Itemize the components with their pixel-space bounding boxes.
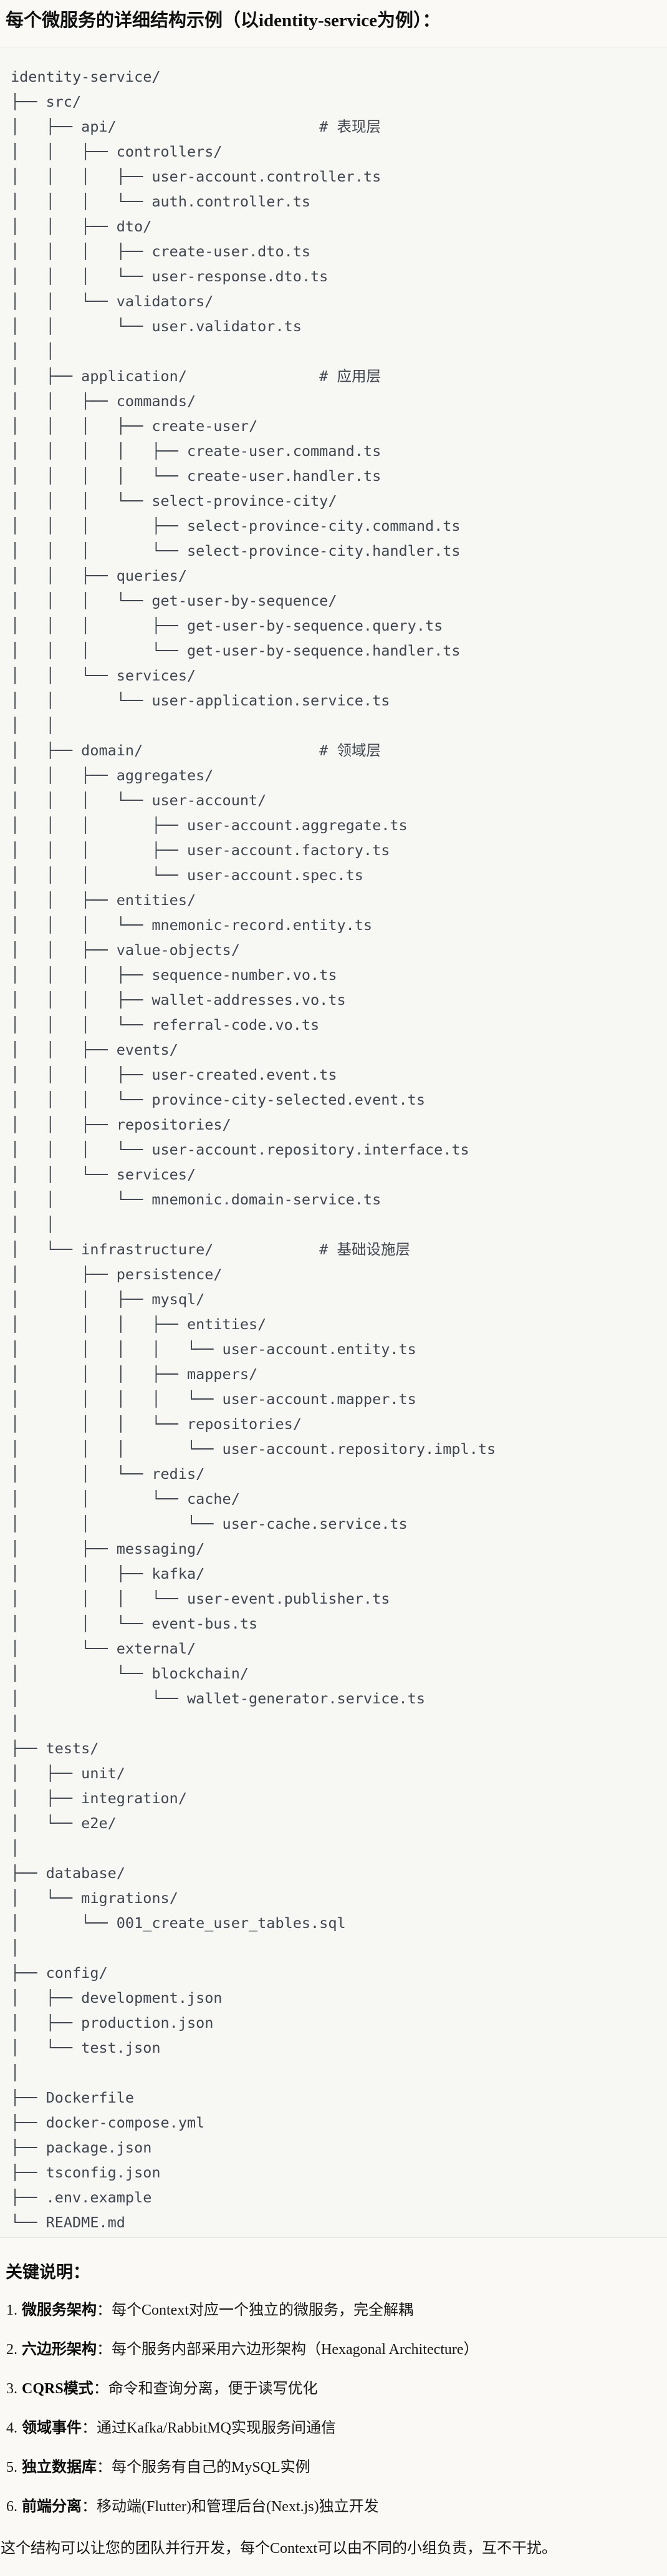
directory-tree: identity-service/ ├── src/ │ ├── api/ # … xyxy=(11,68,496,2232)
directory-tree-block: identity-service/ ├── src/ │ ├── api/ # … xyxy=(0,47,667,2239)
note-term: 独立数据库 xyxy=(22,2459,97,2476)
note-term: CQRS模式 xyxy=(22,2381,94,2398)
note-separator: ： xyxy=(82,2499,97,2515)
note-item: 6. 前端分离：移动端(Flutter)和管理后台(Next.js)独立开发 xyxy=(6,2496,667,2518)
note-separator: ： xyxy=(97,2459,112,2476)
note-separator: ： xyxy=(93,2381,108,2398)
note-description: 每个服务内部采用六边形架构（Hexagonal Architecture） xyxy=(112,2341,479,2358)
note-separator: ： xyxy=(97,2341,112,2358)
note-number: 3. xyxy=(6,2381,17,2398)
note-number: 4. xyxy=(6,2420,17,2437)
note-item: 4. 领域事件：通过Kafka/RabbitMQ实现服务间通信 xyxy=(6,2417,667,2439)
note-number: 1. xyxy=(6,2302,17,2319)
note-number: 5. xyxy=(6,2459,17,2476)
note-description: 移动端(Flutter)和管理后台(Next.js)独立开发 xyxy=(97,2499,379,2515)
note-description: 每个Context对应一个独立的微服务，完全解耦 xyxy=(112,2302,413,2319)
note-separator: ： xyxy=(97,2302,112,2319)
note-description: 通过Kafka/RabbitMQ实现服务间通信 xyxy=(97,2420,336,2437)
note-separator: ： xyxy=(82,2420,97,2437)
note-description: 每个服务有自己的MySQL实例 xyxy=(112,2459,310,2476)
page-title: 每个微服务的详细结构示例（以identity-service为例）： xyxy=(6,11,441,31)
note-item: 5. 独立数据库：每个服务有自己的MySQL实例 xyxy=(6,2456,667,2479)
note-term: 领域事件 xyxy=(22,2420,82,2437)
note-item: 1. 微服务架构：每个Context对应一个独立的微服务，完全解耦 xyxy=(6,2299,667,2322)
note-number: 6. xyxy=(6,2499,17,2515)
note-term: 六边形架构 xyxy=(22,2341,97,2358)
notes-footer: 这个结构可以让您的团队并行开发，每个Context可以由不同的小组负责，互不干扰… xyxy=(1,2540,557,2557)
note-number: 2. xyxy=(6,2341,17,2358)
note-description: 命令和查询分离，便于读写优化 xyxy=(108,2381,318,2398)
document-page: 每个微服务的详细结构示例（以identity-service为例）： ident… xyxy=(0,8,667,2560)
note-term: 微服务架构 xyxy=(22,2302,97,2319)
note-item: 3. CQRS模式：命令和查询分离，便于读写优化 xyxy=(6,2378,667,2400)
note-term: 前端分离 xyxy=(22,2499,82,2515)
note-item: 2. 六边形架构：每个服务内部采用六边形架构（Hexagonal Architec… xyxy=(6,2338,667,2361)
notes-heading: 关键说明： xyxy=(6,2263,90,2282)
